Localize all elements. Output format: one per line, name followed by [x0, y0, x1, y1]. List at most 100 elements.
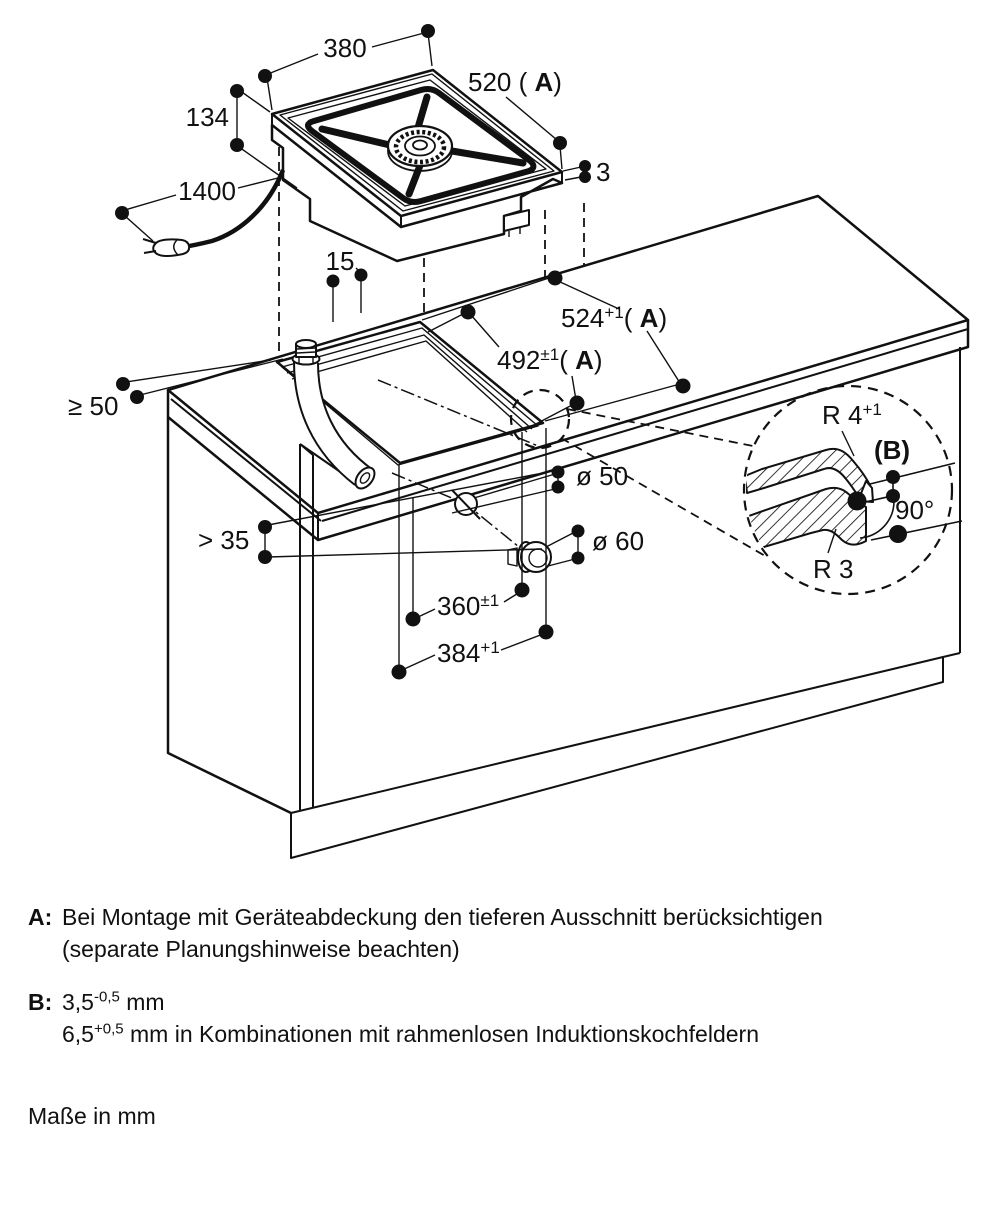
detail-reference-circle — [509, 388, 571, 450]
dim-15: 15 — [326, 246, 368, 322]
hose-end-inner — [359, 472, 371, 484]
dim-35-label: > 35 — [198, 525, 249, 555]
edge-detail-view: R 4+1 (B) 90° R 3 — [742, 384, 963, 596]
dim-3-label: 3 — [596, 157, 610, 187]
gas-cooktop — [142, 68, 564, 263]
grate-outline-inner — [306, 87, 535, 204]
dim-15-label: 15 — [326, 246, 355, 276]
burner-flame-ports — [393, 129, 447, 165]
pan-support-grate — [305, 86, 537, 205]
burner-cap — [404, 135, 436, 157]
cabinet-divider-panel — [299, 443, 353, 811]
section-lower-slab — [746, 486, 867, 553]
note-b-label: B: — [28, 989, 53, 1015]
cooktop-terminal-block — [503, 209, 530, 232]
hose-end-opening — [354, 466, 376, 490]
gas-hose — [291, 339, 376, 490]
r3-leader — [827, 528, 837, 554]
hose-edge-left — [293, 361, 356, 486]
dim-134: 134 — [186, 84, 298, 189]
dim-360-label: 360±1 — [437, 591, 499, 621]
note-b1-superscript: -0,5 — [93, 988, 120, 1006]
dim-380-label: 380 — [323, 33, 366, 63]
dim-380: 380 — [258, 24, 435, 111]
cabinet-plinth — [290, 347, 961, 859]
r4-leader — [841, 430, 855, 457]
dim-r4-label: R 4+1 — [822, 400, 882, 430]
installation-diagram: R 4+1 (B) 90° R 3 380 520 ( A) 134 1400 — [68, 24, 970, 859]
dim-35: > 35 — [198, 473, 543, 564]
terminal-feet — [508, 228, 521, 237]
worktop-cutout — [275, 320, 545, 466]
dim-3: 3 — [562, 157, 610, 187]
corner-dot — [847, 491, 867, 511]
note-b2-superscript: +0,5 — [93, 1020, 124, 1038]
hole-50-slash — [451, 489, 481, 520]
b-dimension-lines — [860, 462, 963, 541]
cooktop-housing — [270, 123, 564, 263]
dim-492: 492±1( A) — [427, 304, 603, 426]
dim-90-label: 90° — [895, 495, 934, 525]
burner-cap-center — [412, 139, 428, 151]
gas-connector — [507, 541, 552, 573]
dim-524: 524+1( A) — [421, 270, 691, 422]
cooktop-inner-frame-2 — [287, 79, 547, 207]
note-b-line2: 6,5+0,5 mm in Kombinationen mit rahmenlo… — [62, 1020, 759, 1047]
note-a-body: Bei Montage mit Geräteabdeckung den tief… — [62, 901, 823, 965]
cutout-step-line-2 — [286, 334, 533, 430]
dim-384-label: 384+1 — [437, 638, 500, 668]
cutout-step-line-3 — [291, 340, 528, 433]
power-cord — [142, 169, 286, 257]
note-a-line2: (separate Planungshinweise beachten) — [62, 936, 460, 962]
angle-dot — [889, 525, 907, 543]
note-a-line1: Bei Montage mit Geräteabdeckung den tief… — [62, 904, 823, 930]
dim-hole60-label: ø 60 — [592, 526, 644, 556]
grate-arms-inner — [320, 95, 525, 196]
dim-hole50-label: ø 50 — [576, 461, 628, 491]
section-upper-band — [746, 447, 872, 500]
b-dot-upper — [886, 470, 900, 484]
angle-arc — [859, 500, 895, 539]
dim-520-label: 520 ( A) — [468, 67, 562, 97]
detail-circle — [742, 384, 954, 596]
dim-hole60: ø 60 — [545, 524, 644, 567]
dim-134-label: 134 — [186, 102, 229, 132]
dim-520: 520 ( A) — [468, 67, 567, 170]
plug-collar — [173, 239, 179, 256]
hose-threads — [296, 347, 316, 354]
detail-reference-rays — [560, 408, 768, 558]
dim-50-rear: ≥ 50 — [68, 358, 284, 421]
connector-tab — [507, 547, 518, 567]
plug-prongs — [142, 238, 157, 254]
cabinet-left-panel — [166, 417, 292, 815]
technical-drawing-svg: R 4+1 (B) 90° R 3 380 520 ( A) 134 1400 — [68, 24, 970, 859]
gas-burner — [386, 124, 454, 172]
units-note: Maße in mm — [28, 1103, 156, 1129]
dim-hole50: ø 50 — [451, 461, 628, 514]
dim-b-label: (B) — [874, 435, 910, 465]
dim-50-rear-label: ≥ 50 — [68, 391, 118, 421]
b-dot-lower — [886, 489, 900, 503]
hose-edge-right — [317, 362, 374, 471]
dim-384: 384+1 — [391, 428, 554, 680]
dim-360: 360±1 — [405, 432, 530, 627]
note-a: A: Bei Montage mit Geräteabdeckung den t… — [28, 901, 978, 965]
cabinet-worktop — [166, 132, 970, 859]
note-b-body: 3,5-0,5 mm 6,5+0,5 mm in Kombinationen m… — [62, 986, 759, 1050]
dim-r3-label: R 3 — [813, 554, 853, 584]
plug-body — [152, 238, 191, 257]
cutout-centerline — [377, 379, 544, 449]
cooktop-rim-edge — [271, 114, 563, 228]
dim-524-label: 524+1( A) — [561, 303, 667, 333]
cutout-step-line-1 — [281, 327, 539, 466]
cooktop-inner-frame-1 — [279, 73, 555, 212]
note-b: B: 3,5-0,5 mm 6,5+0,5 mm in Kombinatione… — [28, 986, 978, 1050]
note-a-label: A: — [28, 904, 53, 930]
dim-1400: 1400 — [115, 176, 279, 242]
hose-thread-top — [295, 339, 317, 349]
dim-1400-label: 1400 — [178, 176, 236, 206]
dimensions: 380 520 ( A) 134 1400 3 1 — [68, 24, 691, 680]
note-b-line1: 3,5-0,5 mm — [62, 988, 165, 1015]
cord-core — [182, 169, 284, 248]
